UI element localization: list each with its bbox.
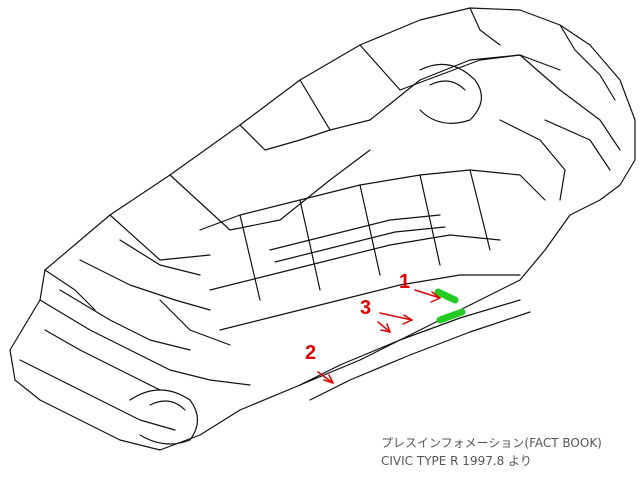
arrow-1	[414, 289, 441, 299]
source-caption: プレスインフォメーション(FACT BOOK) CIVIC TYPE R 199…	[381, 434, 636, 470]
marker-3: 3	[360, 297, 372, 319]
caption-line-2: CIVIC TYPE R 1997.8 より	[381, 454, 532, 468]
arrow-3b	[377, 321, 391, 333]
red-arrows	[317, 289, 441, 384]
arrow-2	[317, 371, 334, 384]
marker-1: 1	[399, 271, 411, 293]
highlight-bar	[434, 288, 466, 324]
body-outline	[9, 7, 636, 451]
arrow-3a	[379, 312, 413, 321]
caption-line-1: プレスインフォメーション(FACT BOOK)	[381, 436, 602, 450]
marker-2: 2	[305, 342, 317, 364]
